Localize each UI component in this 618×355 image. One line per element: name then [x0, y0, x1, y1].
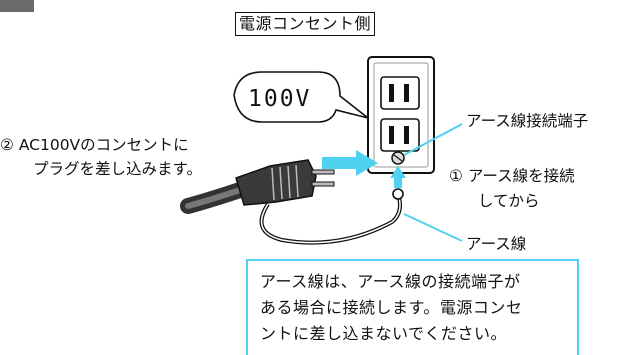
lower-socket — [380, 118, 420, 152]
earth-terminal-label: アース線接続端子 — [466, 112, 589, 130]
leader-earth-terminal — [403, 123, 463, 156]
voltage-label: 100V — [248, 86, 312, 112]
step2-line1: ② AC100Vのコンセントに — [0, 136, 189, 154]
earth-arrow — [390, 166, 406, 188]
note-line-3: ントに差し込まないでください。 — [260, 324, 508, 343]
note-box: アース線は、アース線の接続端子が ある場合に接続します。電源コンセ ントに差し込… — [246, 259, 579, 355]
page-title: 電源コンセント側 — [235, 12, 375, 36]
step2-line2: プラグを差し込みます。 — [33, 160, 202, 178]
note-line-1: アース線は、アース線の接続端子が — [260, 272, 521, 291]
leader-earth-wire — [403, 213, 463, 242]
voltage-bubble — [233, 71, 369, 123]
note-line-2: ある場合に接続します。電源コンセ — [260, 298, 523, 317]
step1-line2: してから — [478, 192, 540, 210]
power-plug — [235, 159, 335, 206]
insert-arrow — [322, 150, 378, 176]
step1-line1: ① アース線を接続 — [449, 167, 575, 185]
outlet-plate-inner — [373, 62, 429, 168]
earth-wire-lug — [392, 188, 404, 200]
earth-wire-label: アース線 — [466, 235, 527, 253]
corner-tab — [0, 0, 34, 12]
upper-socket — [380, 76, 420, 110]
